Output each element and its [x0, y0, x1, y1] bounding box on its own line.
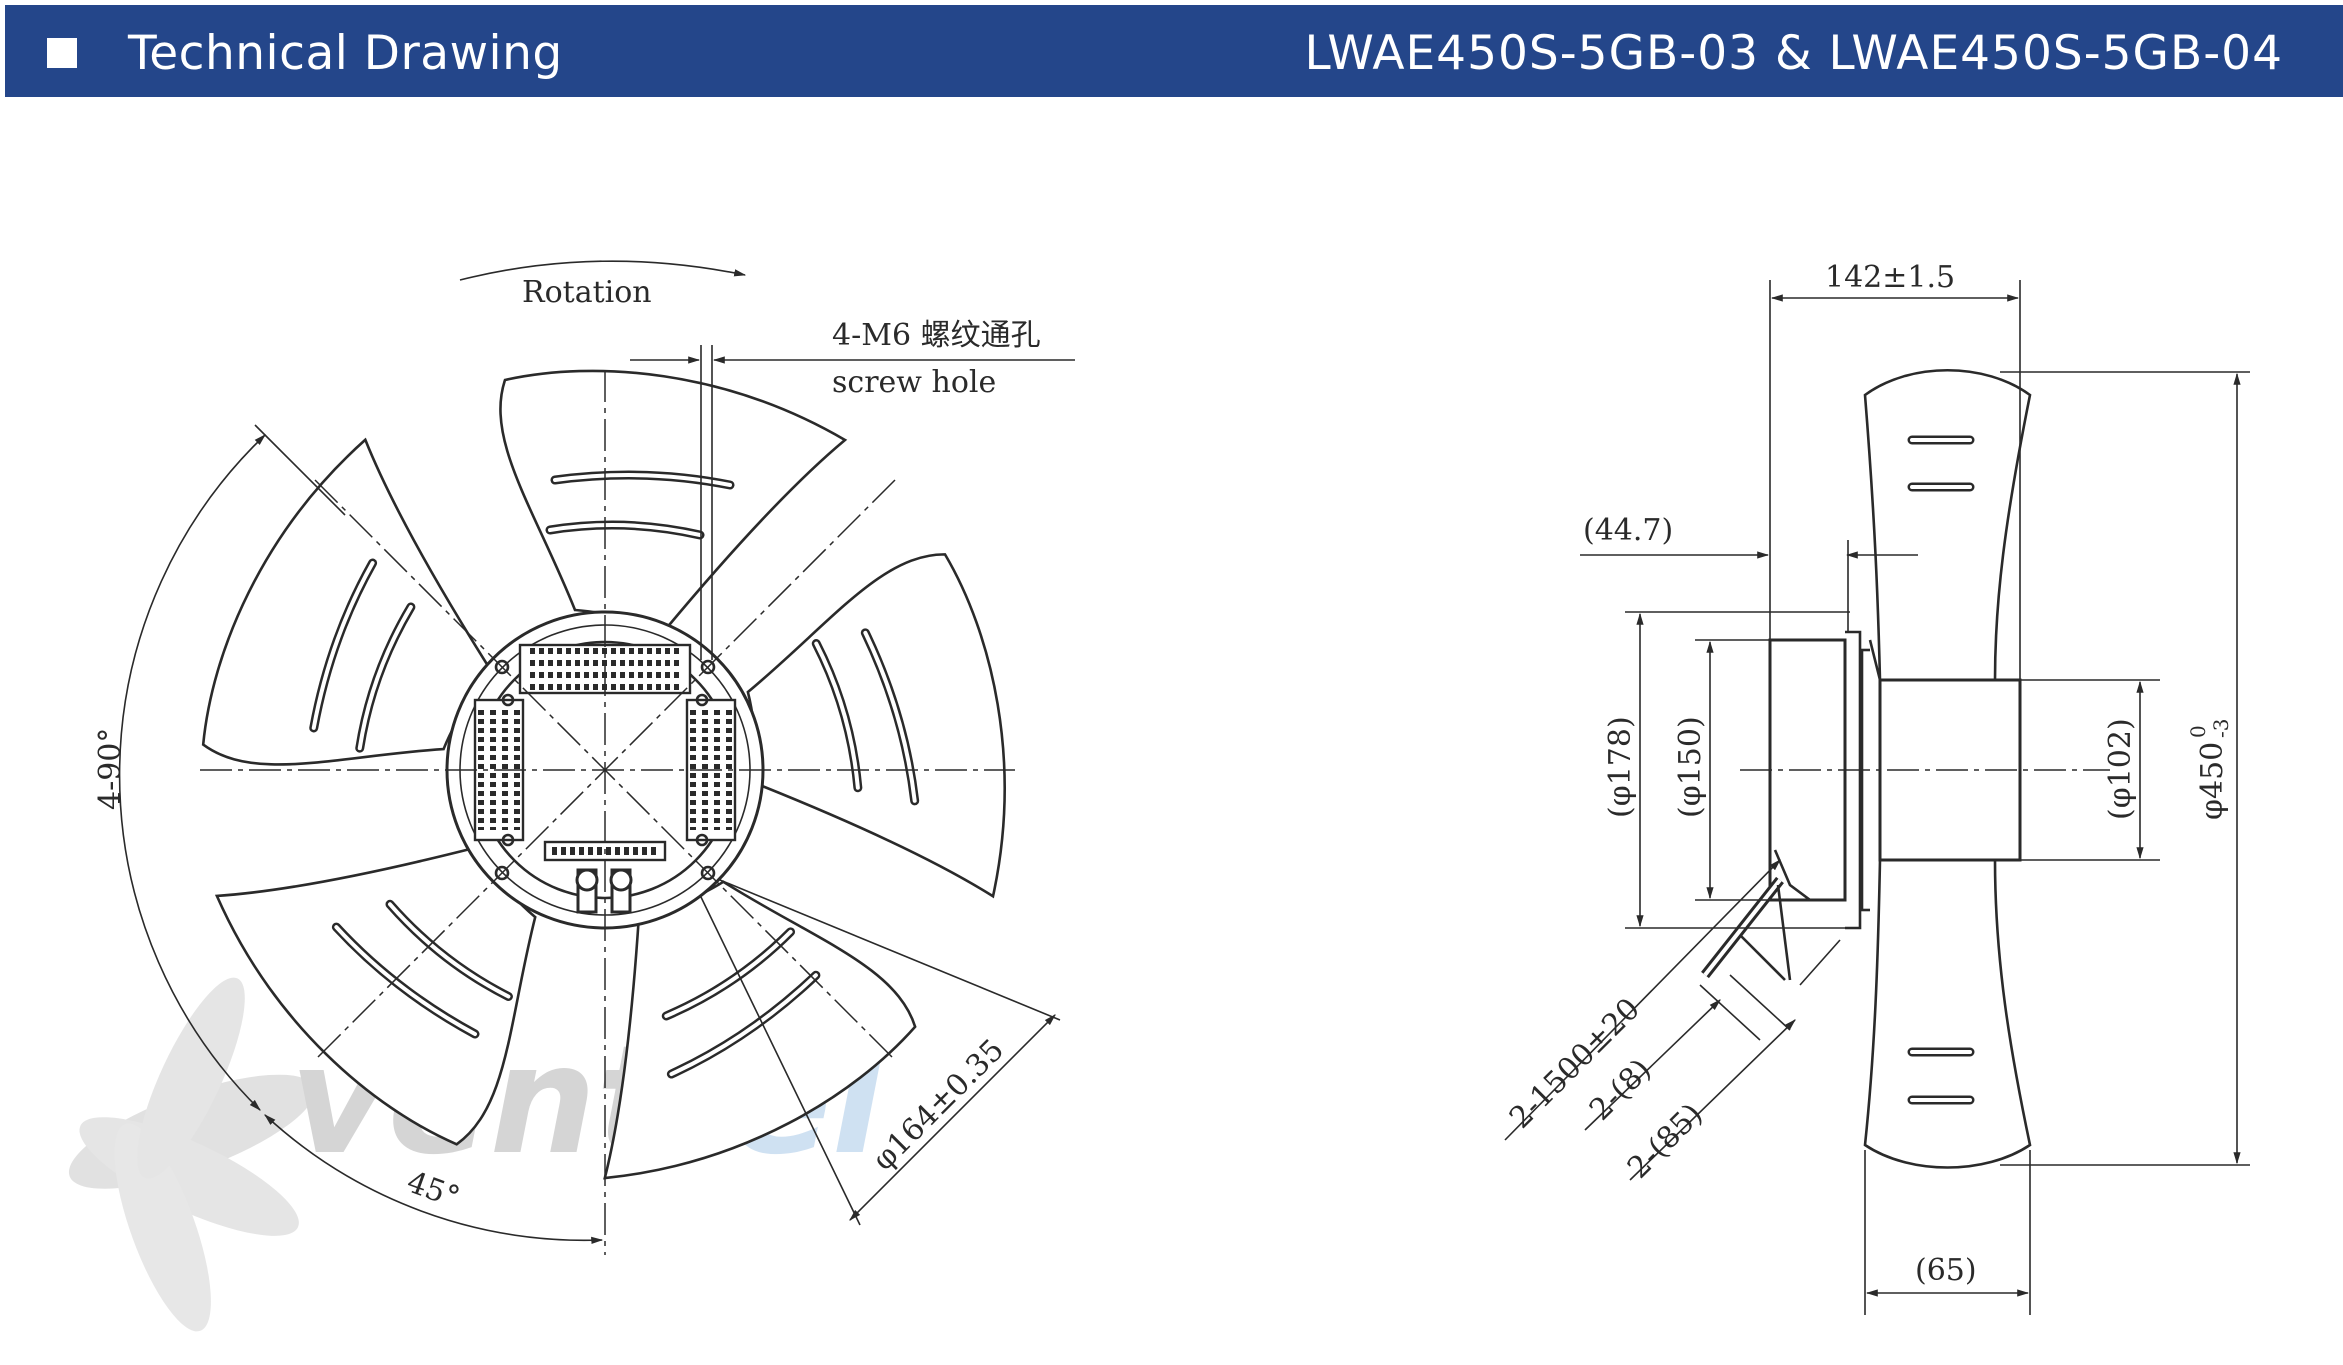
diameter-450-label: φ450	[2195, 742, 2230, 820]
screw-hole-en-label: screw hole	[832, 365, 996, 400]
diameter-102-label: (φ102)	[2103, 718, 2138, 820]
header-bar: Technical Drawing LWAE450S-5GB-03 & LWAE…	[5, 5, 2343, 97]
offset-44-7-label: (44.7)	[1583, 513, 1673, 548]
diameter-150-label: (φ150)	[1673, 716, 1708, 818]
screw-hole-cn-label: 4-M6 螺纹通孔	[832, 318, 1041, 353]
watermark-fan-icon	[68, 977, 315, 1332]
rotation-label: Rotation	[522, 275, 652, 310]
side-blade-top	[1863, 368, 2032, 682]
header-title: Technical Drawing	[128, 26, 563, 81]
hub-width-65-label: (65)	[1915, 1253, 1977, 1288]
angle-4-90-label: 4-90°	[93, 728, 128, 810]
front-view: Rotation 4-M6 螺纹通孔 screw hole 4-90° 45° …	[93, 260, 1075, 1255]
header-square-icon	[47, 38, 77, 68]
width-142-label: 142±1.5	[1825, 260, 1955, 295]
cable-85-label: 2-(85)	[1621, 1097, 1710, 1186]
header-model-numbers: LWAE450S-5GB-03 & LWAE450S-5GB-04	[1304, 26, 2283, 81]
diameter-178-label: (φ178)	[1603, 716, 1638, 818]
side-blade-bottom	[1863, 858, 2032, 1169]
diameter-450-lower-tol: -3	[2209, 719, 2233, 738]
diameter-450-upper-tol: 0	[2186, 725, 2210, 738]
side-view: 142±1.5 (44.7) (φ178) (φ150) (φ102) φ450…	[1503, 260, 2250, 1315]
